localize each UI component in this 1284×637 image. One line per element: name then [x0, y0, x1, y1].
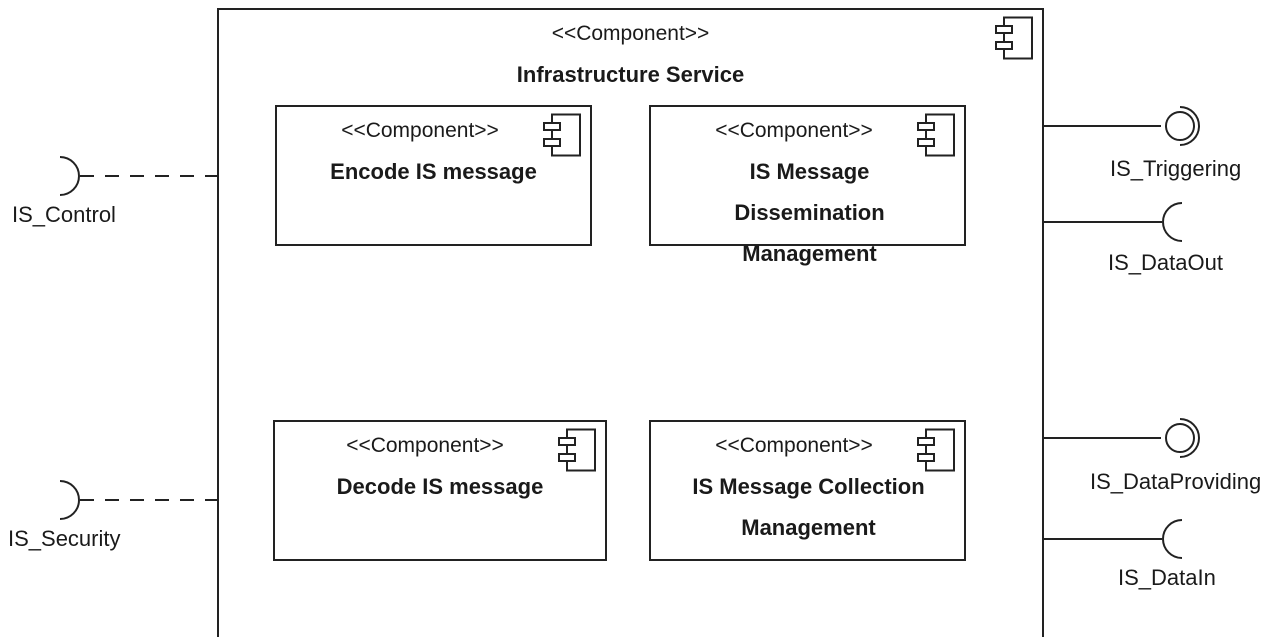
is-control-label: IS_Control — [12, 202, 116, 227]
is-message-collection-management-component[interactable]: <<Component>> IS Message Collection Mana… — [649, 420, 966, 561]
decode-is-message-component[interactable]: <<Component>> Decode IS message — [273, 420, 607, 561]
component-icon — [543, 113, 581, 157]
component-title: IS Message Collection Management — [692, 474, 925, 540]
component-stereotype: <<Component>> — [346, 434, 504, 457]
component-stereotype: <<Component>> — [715, 434, 873, 457]
is-dataproviding-label: IS_DataProviding — [1090, 469, 1262, 494]
is-dataproviding-ball — [1165, 423, 1195, 453]
main-component-title: Infrastructure Service — [516, 62, 745, 87]
is-dataout-socket — [1162, 202, 1183, 242]
is-triggering-socket — [1179, 106, 1200, 146]
component-stereotype: <<Component>> — [341, 119, 499, 142]
component-icon — [917, 113, 955, 157]
is-datain-socket — [1162, 519, 1183, 559]
is-security-socket — [59, 480, 80, 520]
is-message-dissemination-management-component[interactable]: <<Component>> IS Message Dissemination M… — [649, 105, 966, 266]
component-title: Decode IS message — [336, 474, 544, 499]
component-title: IS Message Dissemination Management — [734, 159, 885, 266]
is-dataout-label: IS_DataOut — [1108, 250, 1223, 275]
component-icon — [995, 16, 1033, 60]
is-datain-label: IS_DataIn — [1118, 565, 1216, 590]
is-triggering-label: IS_Triggering — [1110, 156, 1242, 181]
is-triggering-ball — [1165, 111, 1195, 141]
is-control-socket — [59, 156, 80, 196]
main-stereotype: <<Component>> — [551, 22, 710, 45]
component-icon — [558, 428, 596, 472]
component-title: Encode IS message — [330, 159, 537, 184]
is-security-label: IS_Security — [8, 526, 121, 551]
component-icon — [917, 428, 955, 472]
component-stereotype: <<Component>> — [715, 119, 873, 142]
is-dataproviding-socket — [1179, 418, 1200, 458]
encode-is-message-component[interactable]: <<Component>> Encode IS message — [275, 105, 592, 246]
